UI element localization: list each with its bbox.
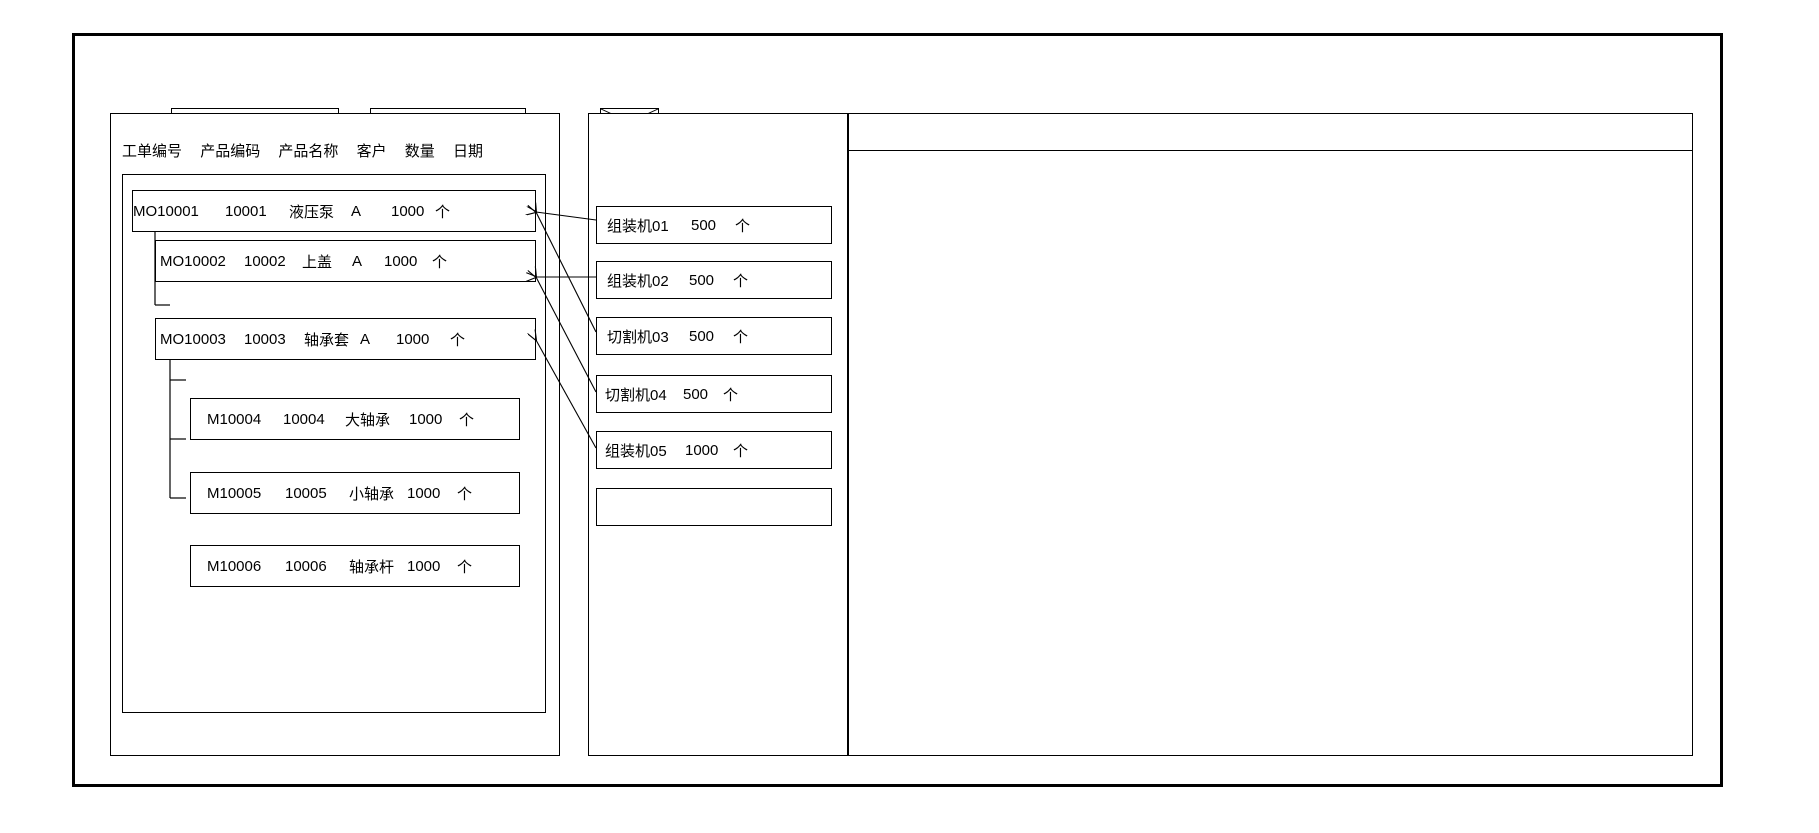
- row-product-name: 轴承杆: [349, 558, 395, 576]
- machine-box-empty[interactable]: [596, 488, 832, 526]
- machine-qty: 500: [683, 385, 709, 403]
- row-product-name: 液压泵: [289, 203, 335, 221]
- work-order-row[interactable]: M10006 10006 轴承杆 1000 个: [190, 545, 520, 587]
- row-unit: 个: [457, 558, 473, 576]
- row-product-code: 10001: [225, 202, 267, 220]
- row-qty: 1000: [396, 330, 430, 348]
- machine-name: 切割机03: [607, 328, 669, 346]
- row-order-no: MO10002: [160, 252, 226, 270]
- machine-name: 组装机02: [607, 272, 669, 290]
- row-qty: 1000: [407, 557, 441, 575]
- row-unit: 个: [450, 331, 466, 349]
- work-order-row[interactable]: M10005 10005 小轴承 1000 个: [190, 472, 520, 514]
- detail-panel-header-divider: [849, 150, 1692, 151]
- work-order-row[interactable]: MO10003 10003 轴承套 A 1000 个: [155, 318, 536, 360]
- row-qty: 1000: [409, 410, 443, 428]
- machine-box[interactable]: 组装机02 500 个: [596, 261, 832, 299]
- column-header-qty: 数量: [404, 143, 435, 160]
- row-customer: A: [360, 330, 371, 348]
- row-unit: 个: [432, 253, 448, 271]
- work-order-column-headers: 工单编号 产品编码 产品名称 客户 数量 日期: [122, 140, 552, 162]
- machine-box[interactable]: 切割机04 500 个: [596, 375, 832, 413]
- work-order-row[interactable]: M10004 10004 大轴承 1000 个: [190, 398, 520, 440]
- row-order-no: M10006: [207, 557, 262, 575]
- row-qty: 1000: [407, 484, 441, 502]
- column-header-date: 日期: [452, 143, 483, 160]
- row-product-name: 大轴承: [345, 411, 391, 429]
- row-order-no: MO10001: [133, 202, 199, 220]
- column-header-order-no: 工单编号: [122, 143, 183, 160]
- row-product-code: 10004: [283, 410, 325, 428]
- machine-name: 切割机04: [605, 386, 667, 404]
- row-product-name: 轴承套: [304, 331, 350, 349]
- row-order-no: M10005: [207, 484, 262, 502]
- row-product-name: 小轴承: [349, 485, 395, 503]
- machine-unit: 个: [723, 386, 739, 404]
- machine-unit: 个: [733, 328, 749, 346]
- row-qty: 1000: [391, 202, 425, 220]
- row-unit: 个: [457, 485, 473, 503]
- machine-box[interactable]: 切割机03 500 个: [596, 317, 832, 355]
- machine-box[interactable]: 组装机05 1000 个: [596, 431, 832, 469]
- row-unit: 个: [459, 411, 475, 429]
- row-product-code: 10003: [244, 330, 286, 348]
- row-product-name: 上盖: [302, 253, 333, 271]
- machine-qty: 500: [691, 216, 717, 234]
- column-header-product-code: 产品编码: [200, 143, 261, 160]
- machine-qty: 1000: [685, 441, 719, 459]
- machine-unit: 个: [733, 272, 749, 290]
- work-order-row[interactable]: MO10002 10002 上盖 A 1000 个: [155, 240, 536, 282]
- row-product-code: 10006: [285, 557, 327, 575]
- row-order-no: M10004: [207, 410, 262, 428]
- machine-unit: 个: [735, 217, 751, 235]
- column-header-product-name: 产品名称: [278, 143, 339, 160]
- row-qty: 1000: [384, 252, 418, 270]
- row-order-no: MO10003: [160, 330, 226, 348]
- machine-name: 组装机01: [607, 217, 669, 235]
- machine-name: 组装机05: [605, 442, 667, 460]
- row-product-code: 10002: [244, 252, 286, 270]
- work-order-row[interactable]: MO10001 10001 液压泵 A 1000 个: [132, 190, 536, 232]
- row-product-code: 10005: [285, 484, 327, 502]
- detail-panel: [848, 113, 1693, 756]
- column-header-customer: 客户: [356, 143, 387, 160]
- machine-qty: 500: [689, 327, 715, 345]
- row-unit: 个: [435, 203, 451, 221]
- machine-box[interactable]: 组装机01 500 个: [596, 206, 832, 244]
- row-customer: A: [352, 252, 363, 270]
- machine-qty: 500: [689, 271, 715, 289]
- row-customer: A: [351, 202, 362, 220]
- machine-unit: 个: [733, 442, 749, 460]
